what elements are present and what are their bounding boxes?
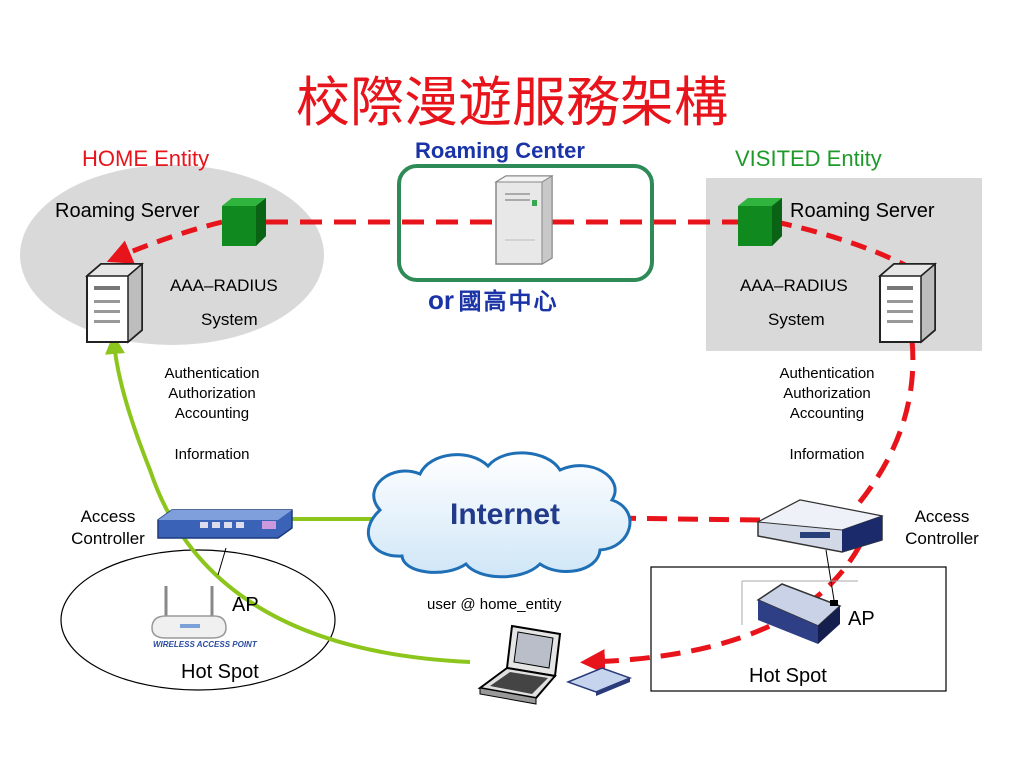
- visited-controller-label: Controller: [905, 529, 979, 548]
- home-aaa-info: Authentication Authorization Accounting …: [150, 364, 274, 465]
- home-entity-area: [20, 165, 324, 345]
- home-ap-caption: WIRELESS ACCESS POINT: [153, 640, 257, 649]
- home-aaa-label: AAA–RADIUS: [170, 276, 278, 295]
- internet-cloud-icon: [366, 451, 632, 579]
- home-ap-device-icon: [151, 586, 227, 639]
- roaming-center-box: [397, 164, 654, 282]
- home-controller-to-ap-cable: [217, 547, 227, 576]
- center-or-text: or: [428, 285, 454, 315]
- roaming-center-server-icon: [494, 175, 554, 265]
- home-access-controller-label: Access Controller: [58, 506, 158, 550]
- visited-info-authorization: Authorization: [783, 385, 871, 402]
- home-access-controller-icon: [157, 509, 293, 539]
- home-roaming-server-label: Roaming Server: [55, 200, 200, 222]
- home-info-information: Information: [174, 446, 250, 463]
- visited-ap-label: AP: [848, 608, 875, 630]
- visited-entity-label: VISITED Entity: [735, 146, 882, 171]
- home-entity-label: HOME Entity: [82, 146, 210, 171]
- visited-access-label: Access: [914, 507, 970, 526]
- internet-label: Internet: [450, 498, 561, 531]
- home-info-authentication: Authentication: [164, 365, 260, 382]
- home-server-to-aaa-arrow: [106, 219, 223, 264]
- visited-info-authentication: Authentication: [779, 365, 875, 382]
- visited-aaa-to-controller-link: [853, 339, 916, 510]
- visited-aaa-server-icon: [877, 262, 938, 344]
- visited-info-accounting: Accounting: [789, 405, 865, 422]
- home-system-label: System: [201, 310, 258, 329]
- visited-info-information: Information: [789, 446, 865, 463]
- visited-aaa-info: Authentication Authorization Accounting …: [765, 364, 889, 465]
- user-label: user @ home_entity: [427, 596, 562, 613]
- visited-hotspot-label: Hot Spot: [749, 665, 827, 687]
- page-title: 校際漫遊服務架構: [296, 71, 728, 134]
- home-info-authorization: Authorization: [168, 385, 256, 402]
- visited-roaming-server-icon: [738, 198, 782, 246]
- user-laptop-icon: [477, 624, 562, 705]
- roaming-center-label: Roaming Center: [415, 138, 585, 163]
- visited-system-label: System: [768, 310, 825, 329]
- home-info-accounting: Accounting: [174, 405, 250, 422]
- center-alt-label: or 國高中心: [428, 282, 558, 316]
- visited-hotspot-area: [650, 566, 947, 692]
- home-hotspot-label: Hot Spot: [181, 661, 259, 683]
- home-access-label: Access: [80, 507, 136, 526]
- home-ap-label: AP: [232, 594, 259, 616]
- visited-access-controller-icon: [756, 499, 884, 553]
- home-controller-label: Controller: [71, 529, 145, 548]
- home-roaming-server-icon: [222, 198, 266, 246]
- visited-access-controller-label: Access Controller: [892, 506, 992, 550]
- visited-ap-to-laptop-arrow: [580, 543, 863, 674]
- visited-ap-device-icon: [756, 583, 842, 644]
- center-alt-text: 國高中心: [458, 289, 559, 315]
- visited-roaming-server-label: Roaming Server: [790, 200, 935, 222]
- home-aaa-server-icon: [84, 262, 145, 344]
- wireless-card-icon: [565, 667, 633, 696]
- visited-controller-to-ap-cable: [825, 549, 835, 601]
- visited-aaa-label: AAA–RADIUS: [740, 276, 848, 295]
